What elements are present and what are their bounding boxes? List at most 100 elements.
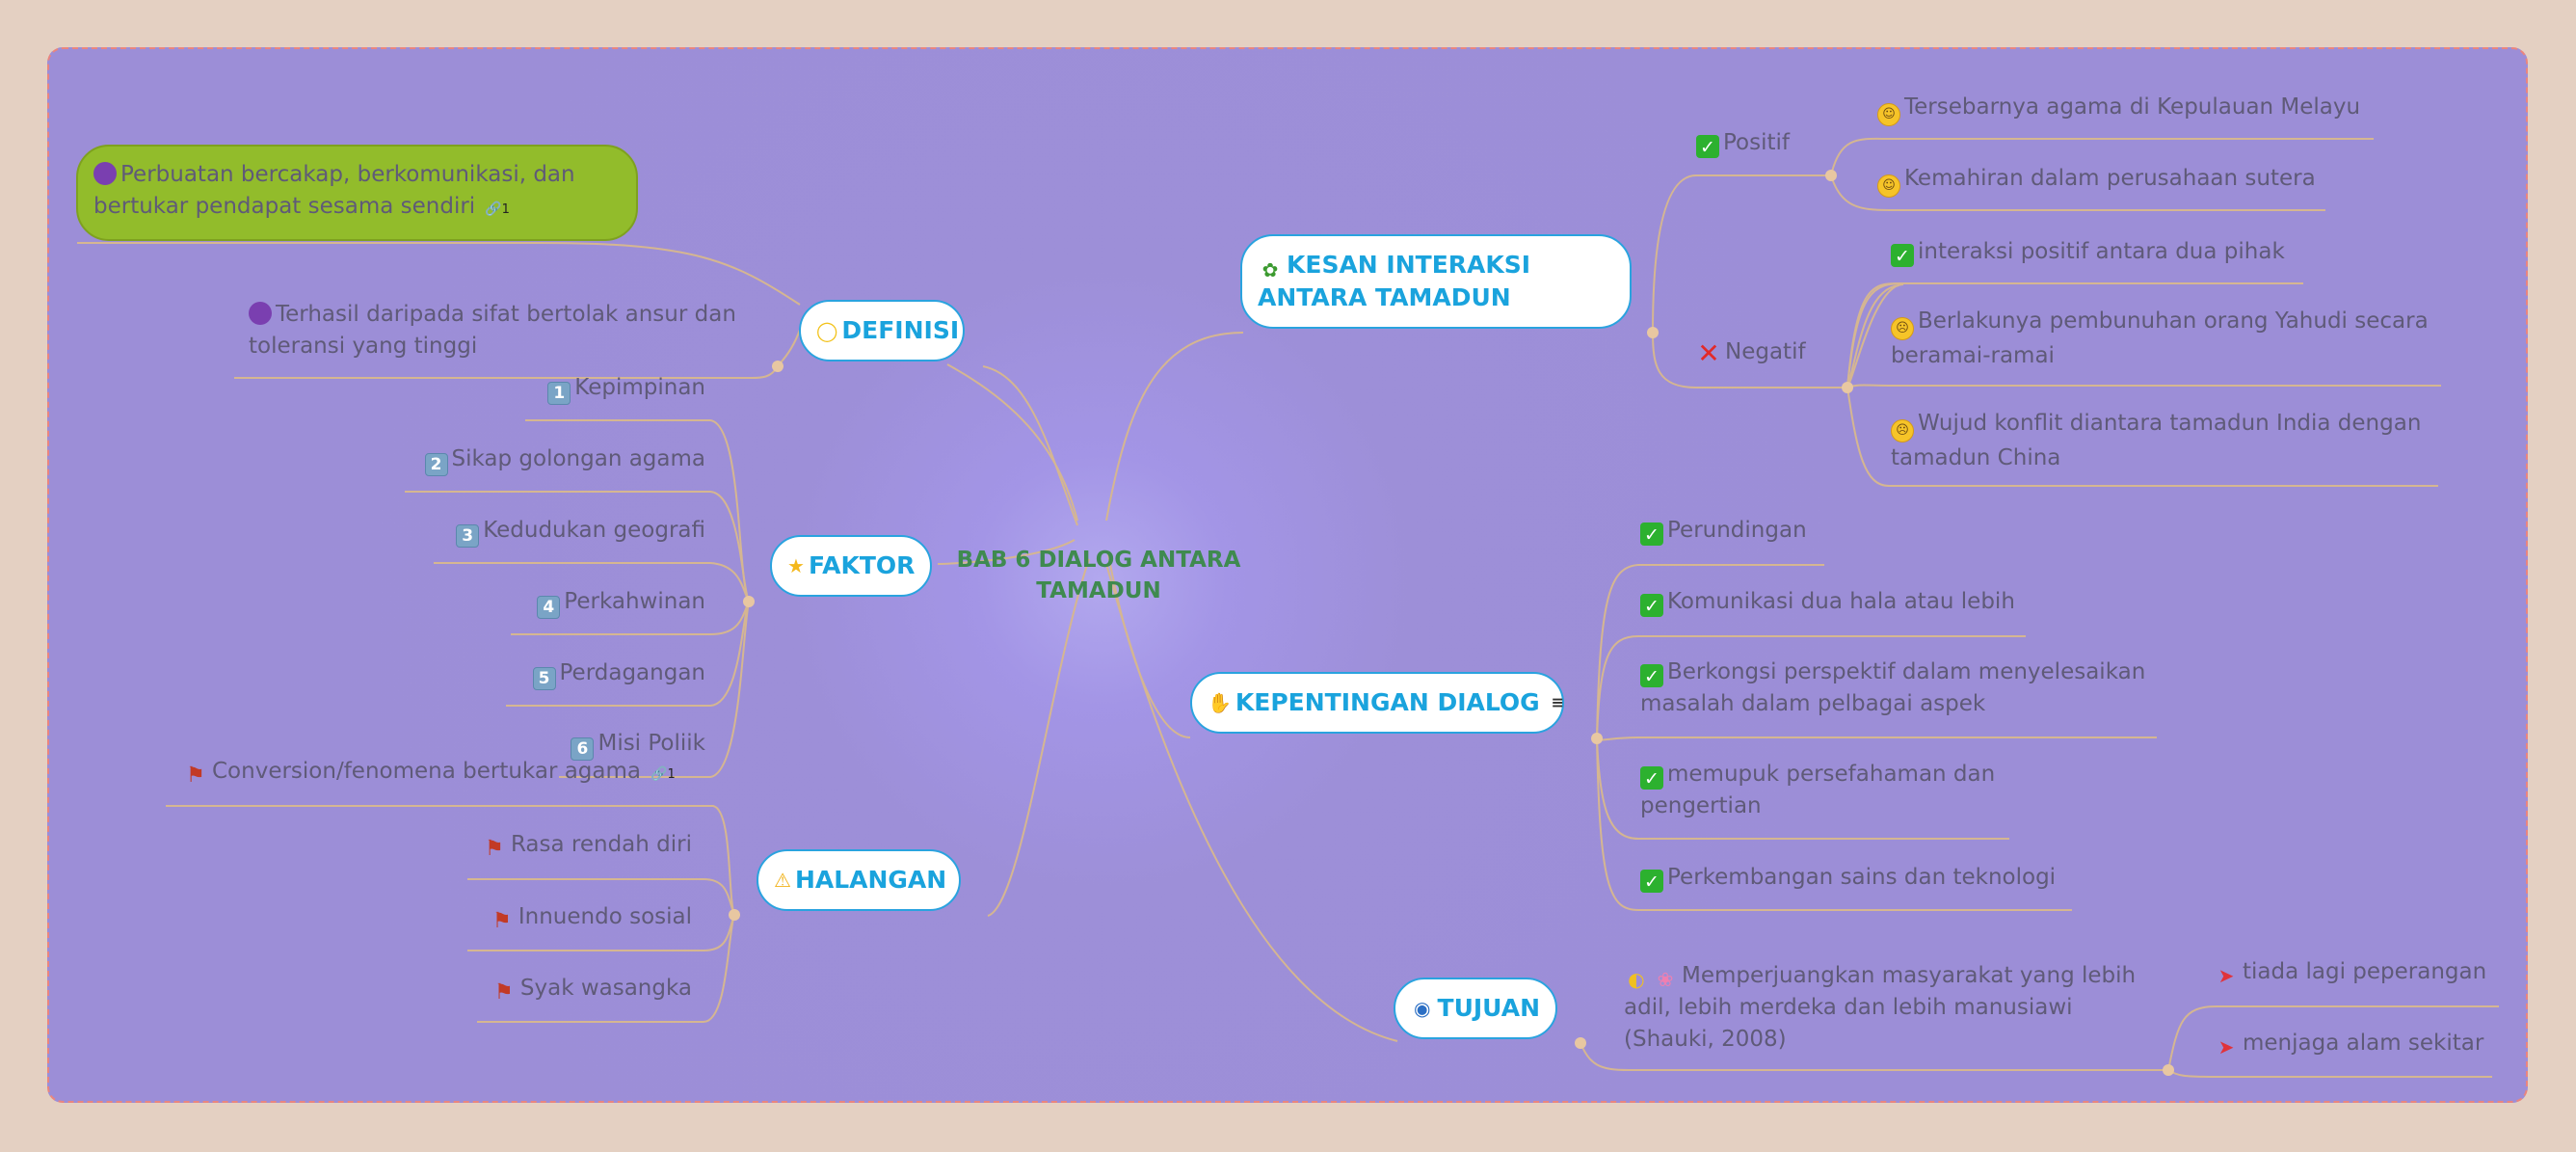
sad-face-icon: ☹ — [1891, 419, 1914, 442]
kesan-negatif-label: Negatif — [1725, 339, 1806, 364]
kepentingan-item-5-text: Perkembangan sains dan teknologi — [1667, 865, 2057, 890]
halangan-item-3[interactable]: ⚑Innuendo sosial — [463, 901, 692, 934]
keycap-5-icon: 5 — [532, 667, 556, 690]
kepentingan-item-5[interactable]: ✓Perkembangan sains dan teknologi — [1640, 862, 2056, 894]
kepentingan-item-2[interactable]: ✓Komunikasi dua hala atau lebih — [1640, 586, 2015, 618]
check-mark-icon: ✓ — [1640, 664, 1663, 687]
tujuan-sub-1[interactable]: ➤ tiada lagi peperangan — [2214, 956, 2487, 988]
notes-icon[interactable]: ≡ — [1551, 693, 1565, 711]
lightbulb-icon: ◯ — [816, 319, 838, 342]
faktor-item-5-text: Perdagangan — [559, 660, 706, 685]
topic-kesan-interaksi[interactable]: ✿KESAN INTERAKSI ANTARA TAMADUN — [1240, 234, 1632, 329]
kepentingan-item-1[interactable]: ✓Perundingan — [1640, 515, 1807, 547]
kepentingan-item-4-text: memupuk persefahaman dan pengertian — [1640, 762, 1996, 818]
keycap-6-icon: 6 — [571, 737, 595, 761]
link-icon[interactable]: 🔗 — [485, 201, 502, 217]
topic-kepentingan-dialog[interactable]: ✋ KEPENTINGAN DIALOG ≡ — [1190, 672, 1564, 734]
kesan-negatif[interactable]: ✕Negatif — [1696, 336, 1806, 369]
smile-icon: ☺ — [1877, 174, 1900, 198]
keycap-4-icon: 4 — [537, 596, 561, 619]
halangan-item-1[interactable]: ⚑Conversion/fenomena bertukar agama🔗1 — [183, 756, 676, 790]
halangan-item-2[interactable]: ⚑Rasa rendah diri — [463, 829, 692, 862]
kepentingan-item-4[interactable]: ✓memupuk persefahaman dan pengertian — [1640, 759, 2011, 822]
topic-kepentingan-label: KEPENTINGAN DIALOG — [1235, 688, 1540, 716]
kepentingan-item-3[interactable]: ✓Berkongsi perspektif dalam menyelesaika… — [1640, 656, 2156, 720]
sad-face-icon: ☹ — [1891, 317, 1914, 340]
tujuan-sub-1-text: tiada lagi peperangan — [2243, 959, 2487, 984]
faktor-item-2-text: Sikap golongan agama — [451, 446, 706, 471]
keycap-2-icon: 2 — [424, 453, 448, 476]
flag-icon: ⚑ — [491, 909, 512, 933]
kesan-positif[interactable]: ✓Positif — [1696, 127, 1790, 159]
faktor-item-6-text: Misi Poliik — [598, 731, 705, 756]
definisi-item-2[interactable]: Terhasil daripada sifat bertolak ansur d… — [249, 299, 750, 362]
handshake-icon: ✋ — [1208, 691, 1232, 714]
halangan-item-1-text: Conversion/fenomena bertukar agama — [212, 759, 641, 784]
kesan-negatif-item-3[interactable]: ☹Wujud konflit diantara tamadun India de… — [1891, 408, 2440, 474]
flag-icon: ⚑ — [494, 980, 514, 1005]
link-icon[interactable]: 🔗 — [651, 766, 668, 782]
definisi-item-1-text: Perbuatan bercakap, berkomunikasi, dan b… — [93, 162, 575, 219]
topic-definisi-label: DEFINISI — [841, 316, 960, 344]
moon-icon: ◐ — [1628, 968, 1645, 991]
tujuan-main[interactable]: ◐ ❀Memperjuangkan masyarakat yang lebih a… — [1624, 960, 2149, 1056]
link-count: 1 — [501, 202, 510, 217]
kesan-negatif-item-2-text: Berlakunya pembunuhan orang Yahudi secar… — [1891, 308, 2429, 368]
flag-icon: ⚑ — [186, 764, 205, 788]
kesan-positif-item-2[interactable]: ☺Kemahiran dalam perusahaan sutera — [1877, 163, 2316, 198]
halangan-item-4[interactable]: ⚑Syak wasangka — [463, 973, 692, 1005]
kepentingan-item-2-text: Komunikasi dua hala atau lebih — [1667, 589, 2015, 614]
cross-mark-icon: ✕ — [1697, 337, 1720, 369]
star-icon: ★ — [787, 554, 805, 577]
smile-icon: ☺ — [1877, 103, 1900, 126]
topic-halangan-label: HALANGAN — [794, 866, 947, 894]
faktor-item-1-text: Kepimpinan — [574, 375, 705, 400]
topic-halangan[interactable]: ⚠ HALANGAN — [757, 849, 961, 911]
check-mark-icon: ✓ — [1696, 135, 1719, 158]
kesan-positif-label: Positif — [1723, 130, 1790, 155]
kesan-negatif-item-3-text: Wujud konflit diantara tamadun India den… — [1891, 411, 2422, 470]
topic-tujuan[interactable]: ◉ TUJUAN — [1394, 978, 1557, 1039]
kepentingan-item-3-text: Berkongsi perspektif dalam menyelesaikan… — [1640, 659, 2146, 716]
flag-icon: ⚑ — [485, 837, 504, 861]
tujuan-main-text: Memperjuangkan masyarakat yang lebih adi… — [1624, 963, 2137, 1052]
wreath-icon: ✿ — [1261, 258, 1279, 281]
keycap-1-icon: 1 — [547, 382, 571, 405]
globe-icon: ◉ — [1414, 997, 1431, 1020]
purple-circle-icon — [249, 302, 272, 325]
kesan-negatif-item-2[interactable]: ☹Berlakunya pembunuhan orang Yahudi seca… — [1891, 306, 2440, 372]
kesan-positif-item-1-text: Tersebarnya agama di Kepulauan Melayu — [1904, 94, 2361, 120]
kesan-positif-item-2-text: Kemahiran dalam perusahaan sutera — [1904, 166, 2316, 191]
topic-definisi[interactable]: ◯ DEFINISI — [799, 300, 965, 362]
pushpin-icon: ➤ — [2217, 964, 2235, 987]
topic-faktor[interactable]: ★ FAKTOR — [770, 535, 932, 597]
halangan-item-2-text: Rasa rendah diri — [510, 832, 692, 857]
check-mark-icon: ✓ — [1640, 594, 1663, 617]
check-mark-icon: ✓ — [1891, 244, 1914, 267]
central-topic-label: BAB 6 DIALOG ANTARA TAMADUN — [956, 548, 1241, 603]
topic-kesan-label: KESAN INTERAKSI ANTARA TAMADUN — [1258, 251, 1531, 311]
kesan-negatif-item-1[interactable]: ✓interaksi positif antara dua pihak — [1891, 236, 2285, 268]
pushpin-icon: ➤ — [2217, 1035, 2235, 1058]
keycap-3-icon: 3 — [456, 524, 480, 548]
definisi-item-2-text: Terhasil daripada sifat bertolak ansur d… — [249, 302, 736, 359]
kesan-positif-item-1[interactable]: ☺Tersebarnya agama di Kepulauan Melayu — [1877, 92, 2360, 126]
tujuan-sub-2[interactable]: ➤ menjaga alam sekitar — [2214, 1028, 2484, 1059]
topic-faktor-label: FAKTOR — [808, 551, 916, 579]
kepentingan-item-1-text: Perundingan — [1667, 518, 1807, 543]
tujuan-sub-2-text: menjaga alam sekitar — [2243, 1031, 2484, 1056]
topic-tujuan-label: TUJUAN — [1437, 994, 1540, 1022]
check-mark-icon: ✓ — [1640, 522, 1663, 546]
kesan-negatif-item-1-text: interaksi positif antara dua pihak — [1918, 239, 2285, 264]
check-mark-icon: ✓ — [1640, 766, 1663, 790]
blossom-icon: ❀ — [1657, 968, 1674, 991]
central-topic[interactable]: BAB 6 DIALOG ANTARA TAMADUN — [940, 545, 1258, 606]
halangan-item-4-text: Syak wasangka — [519, 976, 692, 1001]
definisi-item-1[interactable]: Perbuatan bercakap, berkomunikasi, dan b… — [76, 145, 638, 241]
